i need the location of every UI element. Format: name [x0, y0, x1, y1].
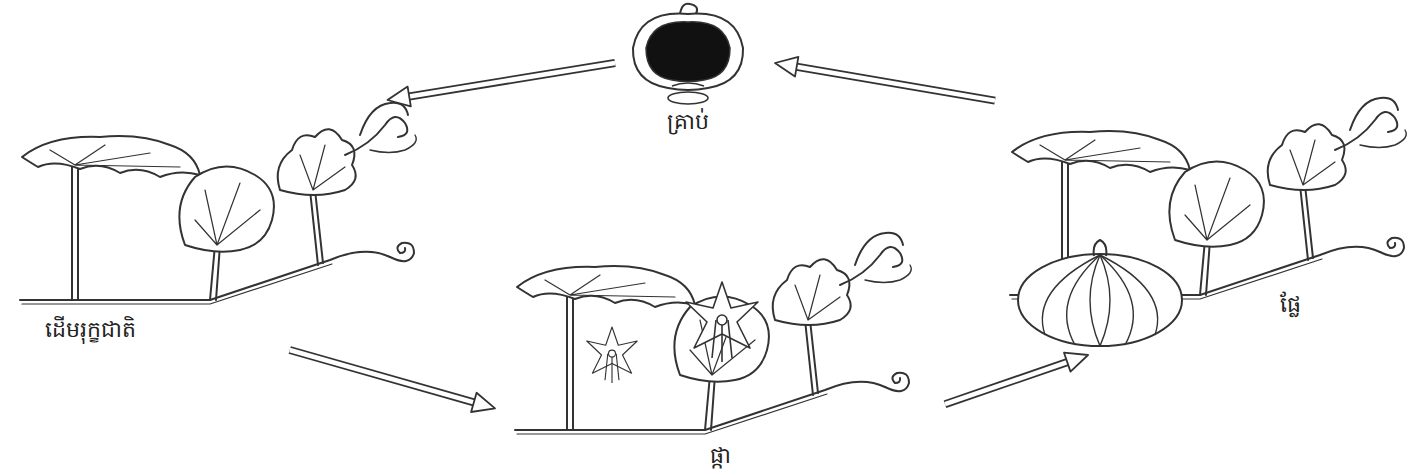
arrow-shaft	[409, 63, 615, 96]
cycle-arrow	[388, 63, 616, 106]
cycle-arrow	[775, 57, 995, 101]
cycle-arrow	[945, 353, 1088, 404]
stage-label: ផ្លែ	[1277, 291, 1304, 320]
arrow-shaft	[290, 350, 474, 402]
plant-drawing	[20, 103, 416, 304]
arrow-shaft	[409, 63, 615, 96]
seed-drawing	[633, 4, 743, 104]
stage-label: គ្រាប់	[664, 108, 712, 137]
arrow-shaft	[797, 67, 995, 101]
fruit-drawing	[1010, 98, 1406, 346]
stage-node: ផ្កា	[495, 260, 945, 472]
stage-label: ផ្កា	[707, 442, 734, 471]
arrow-shaft	[945, 362, 1067, 404]
arrow-shaft	[797, 67, 995, 101]
stage-node: គ្រាប់	[615, 0, 775, 140]
arrow-shaft	[945, 362, 1067, 404]
arrow-head	[775, 57, 798, 77]
stage-node: ផ្លែ	[995, 90, 1418, 355]
stage-node: ដើមរុក្ខជាតិ	[5, 100, 430, 350]
arrow-head	[471, 393, 495, 412]
flower-drawing	[515, 233, 911, 434]
cycle-arrow	[290, 350, 495, 412]
stage-label: ដើមរុក្ខជាតិ	[42, 316, 139, 345]
arrow-head	[388, 87, 411, 107]
arrow-shaft	[290, 350, 474, 402]
arrow-head	[1064, 353, 1088, 372]
